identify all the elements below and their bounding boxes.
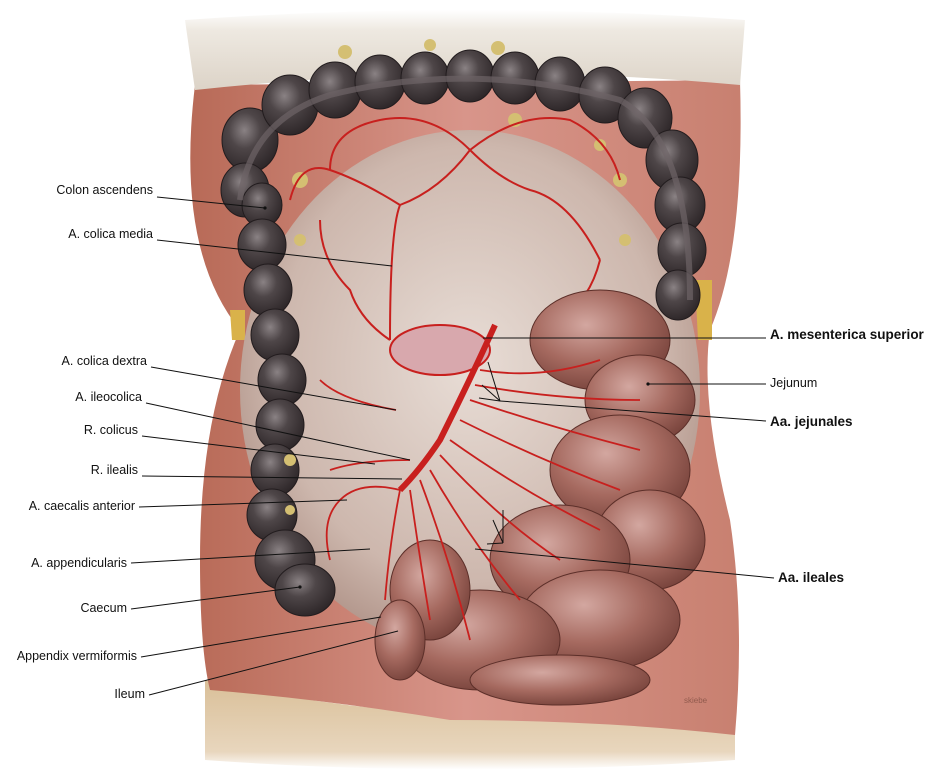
label-a-caecalis-anterior: A. caecalis anterior — [28, 499, 135, 513]
label-a-ileocolica: A. ileocolica — [75, 390, 142, 404]
label-aa-ileales: Aa. ileales — [778, 570, 845, 585]
label-colon-ascendens: Colon ascendens — [56, 183, 153, 197]
label-a-mesenterica-superior: A. mesenterica superior — [770, 327, 924, 342]
label-appendix-vermiformis: Appendix vermiformis — [16, 649, 137, 663]
label-a-appendicularis: A. appendicularis — [31, 556, 127, 570]
label-r-ilealis: R. ilealis — [90, 463, 138, 477]
artist-signature: skiebe — [684, 696, 708, 705]
label-jejunum: Jejunum — [770, 376, 818, 390]
colon-segments — [220, 49, 707, 617]
leader-lines — [130, 196, 775, 696]
label-r-colicus: R. colicus — [83, 423, 138, 437]
label-ileum: Ileum — [114, 687, 145, 701]
label-caecum: Caecum — [80, 601, 127, 615]
label-aa-jejunales: Aa. jejunales — [770, 414, 853, 429]
label-a-colica-media: A. colica media — [68, 227, 153, 241]
label-a-colica-dextra: A. colica dextra — [61, 354, 147, 368]
